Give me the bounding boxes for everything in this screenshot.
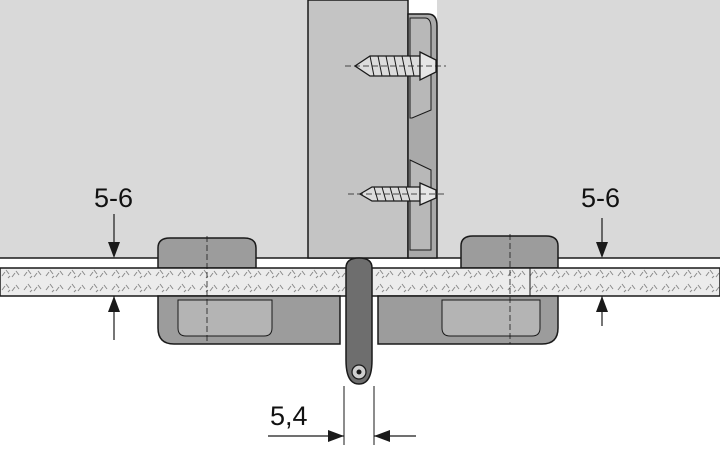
- dimension-label-slot: 5,4: [270, 401, 308, 431]
- housing-pocket-right: [441, 299, 541, 337]
- hinge-link-arm: [345, 257, 373, 385]
- dimension-right-gap: [592, 218, 612, 326]
- pivot-pin-center: [356, 369, 362, 375]
- hinge-housing-upper-left: [157, 237, 257, 269]
- dimension-label-left: 5-6: [94, 183, 133, 213]
- cabinet-panel-right: [437, 0, 720, 258]
- dimension-slot-width: [268, 386, 416, 445]
- cabinet-panel-left: [0, 0, 308, 258]
- screw-lower: [348, 182, 446, 206]
- dimension-label-right: 5-6: [581, 183, 620, 213]
- screw-upper: [345, 50, 446, 82]
- vertical-panel: [307, 0, 409, 259]
- hinge-housing-upper-right: [460, 235, 559, 269]
- housing-pocket-left: [177, 299, 273, 337]
- dimension-left-gap: [104, 214, 124, 340]
